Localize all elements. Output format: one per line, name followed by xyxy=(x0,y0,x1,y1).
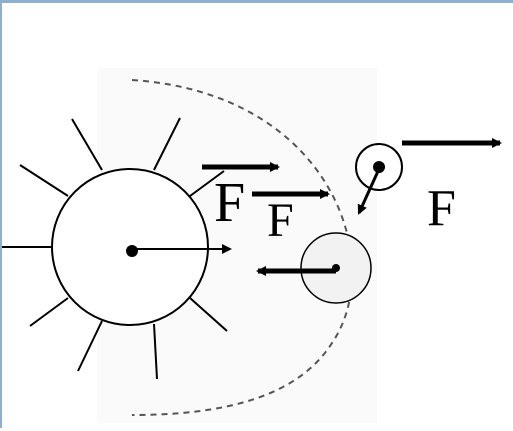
moon-icon xyxy=(356,144,402,190)
force-label-moon: F xyxy=(427,180,456,237)
force-label-sun: F xyxy=(214,172,245,234)
planet-icon xyxy=(301,233,371,303)
force-label-planet: F xyxy=(267,194,294,247)
gravity-force-diagram: F F F xyxy=(2,3,513,431)
sun-center-dot xyxy=(126,245,138,257)
